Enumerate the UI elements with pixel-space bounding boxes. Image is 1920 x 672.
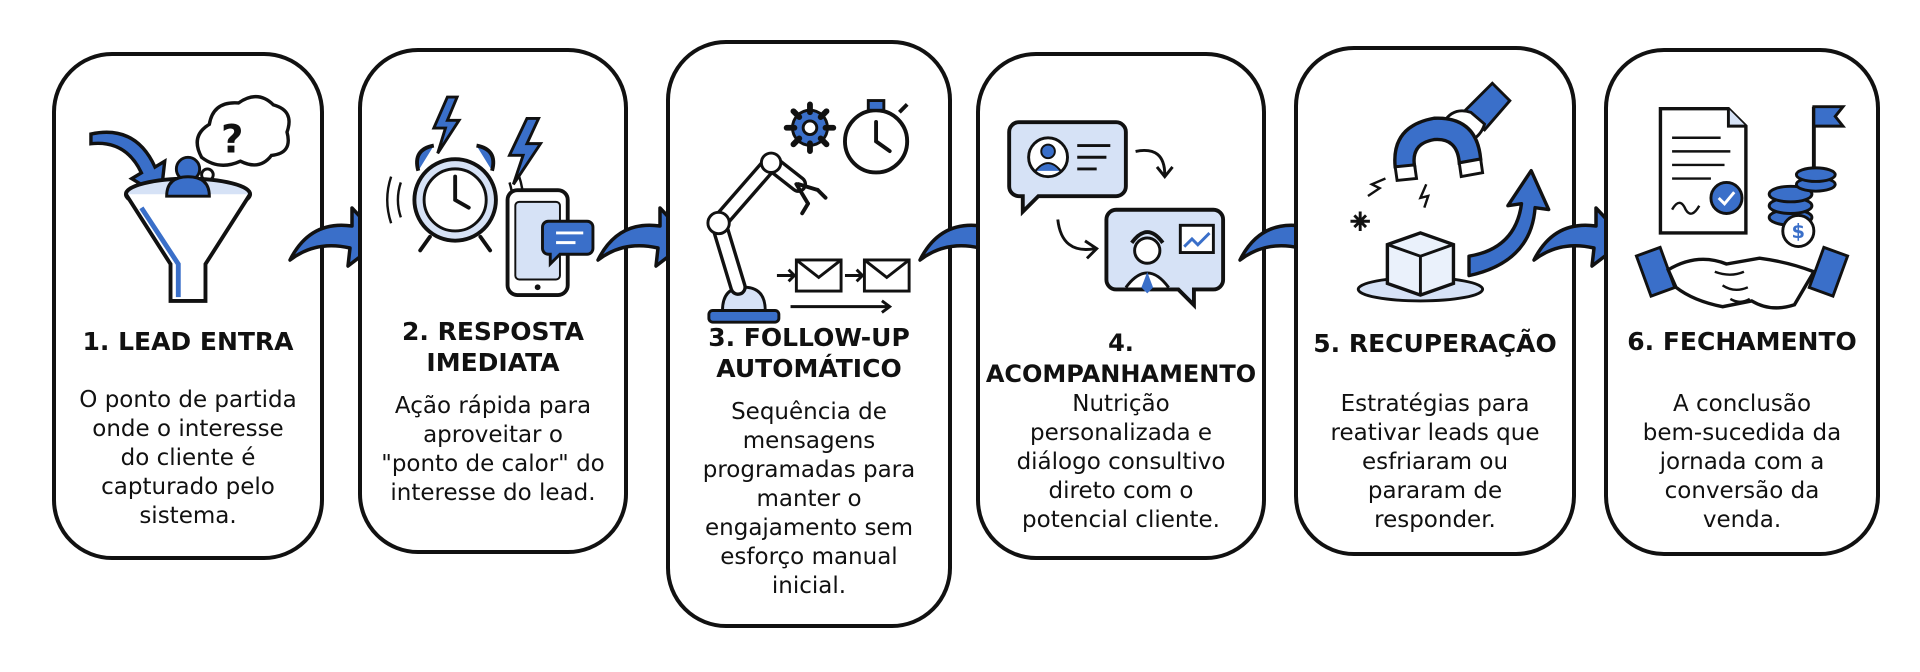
step-3-title: 3. FOLLOW-UP AUTOMÁTICO xyxy=(708,323,910,383)
step-3-illustration xyxy=(706,99,911,324)
stopwatch-icon xyxy=(843,99,910,175)
handshake-icon xyxy=(1634,245,1850,310)
step-5-illustration xyxy=(1350,81,1551,303)
svg-text:$: $ xyxy=(1792,220,1806,243)
gear-icon xyxy=(783,101,837,155)
thought-bubble-question-icon: ? xyxy=(192,94,291,194)
up-arrow-icon xyxy=(1467,169,1551,278)
lightning-icon xyxy=(431,95,544,186)
step-4-title: 4. ACOMPANHAMENTO xyxy=(985,329,1257,388)
flag-icon xyxy=(1811,105,1847,173)
step-card-2: 2. RESPOSTA IMEDIATA Ação rápida para ap… xyxy=(358,48,628,554)
step-1-illustration: ? xyxy=(89,94,291,303)
contract-icon xyxy=(1658,106,1748,235)
step-card-3: 3. FOLLOW-UP AUTOMÁTICO Sequência de men… xyxy=(666,40,952,628)
profile-card-icon xyxy=(1007,120,1128,217)
alarm-clock-icon xyxy=(386,143,525,253)
chart-icon xyxy=(1178,223,1215,254)
step-6-description: A conclusão bem-sucedida da jornada com … xyxy=(1642,391,1842,533)
step-card-5: 5. RECUPERAÇÃO Estratégias para reativar… xyxy=(1294,46,1576,556)
step-6-illustration: $ xyxy=(1634,105,1850,310)
step-6-title: 6. FECHAMENTO xyxy=(1627,327,1857,356)
ice-cube-icon xyxy=(1350,211,1485,303)
step-2-description: Ação rápida para aproveitar o "ponto de … xyxy=(381,393,605,506)
step-1-title: 1. LEAD ENTRA xyxy=(82,327,294,356)
person-icon xyxy=(165,155,211,198)
chat-icon xyxy=(541,219,595,268)
step-card-1: ? 1. LEAD ENTRA O ponto de partida onde … xyxy=(52,52,324,560)
step-1-description: O ponto de partida onde o interesse do c… xyxy=(79,387,297,529)
step-4-illustration xyxy=(1007,120,1226,310)
robot-arm-icon xyxy=(706,151,828,324)
step-2-illustration xyxy=(386,95,595,297)
envelope-icon xyxy=(776,258,911,314)
step-3-description: Sequência de mensagens programadas para … xyxy=(702,399,916,599)
step-4-description: Nutrição personalizada e diálogo consult… xyxy=(1016,391,1226,533)
step-5-title: 5. RECUPERAÇÃO xyxy=(1313,329,1557,358)
step-card-6: $ 6. FECHAMENTO A conclusão bem-sucedida… xyxy=(1604,48,1880,556)
step-2-title: 2. RESPOSTA IMEDIATA xyxy=(402,317,584,377)
svg-text:?: ? xyxy=(221,117,244,162)
magnet-icon xyxy=(1393,116,1485,183)
coins-icon: $ xyxy=(1767,166,1837,248)
step-5-description: Estratégias para reativar leads que esfr… xyxy=(1330,391,1540,533)
step-card-4: 4. ACOMPANHAMENTO Nutrição personalizada… xyxy=(976,52,1266,560)
